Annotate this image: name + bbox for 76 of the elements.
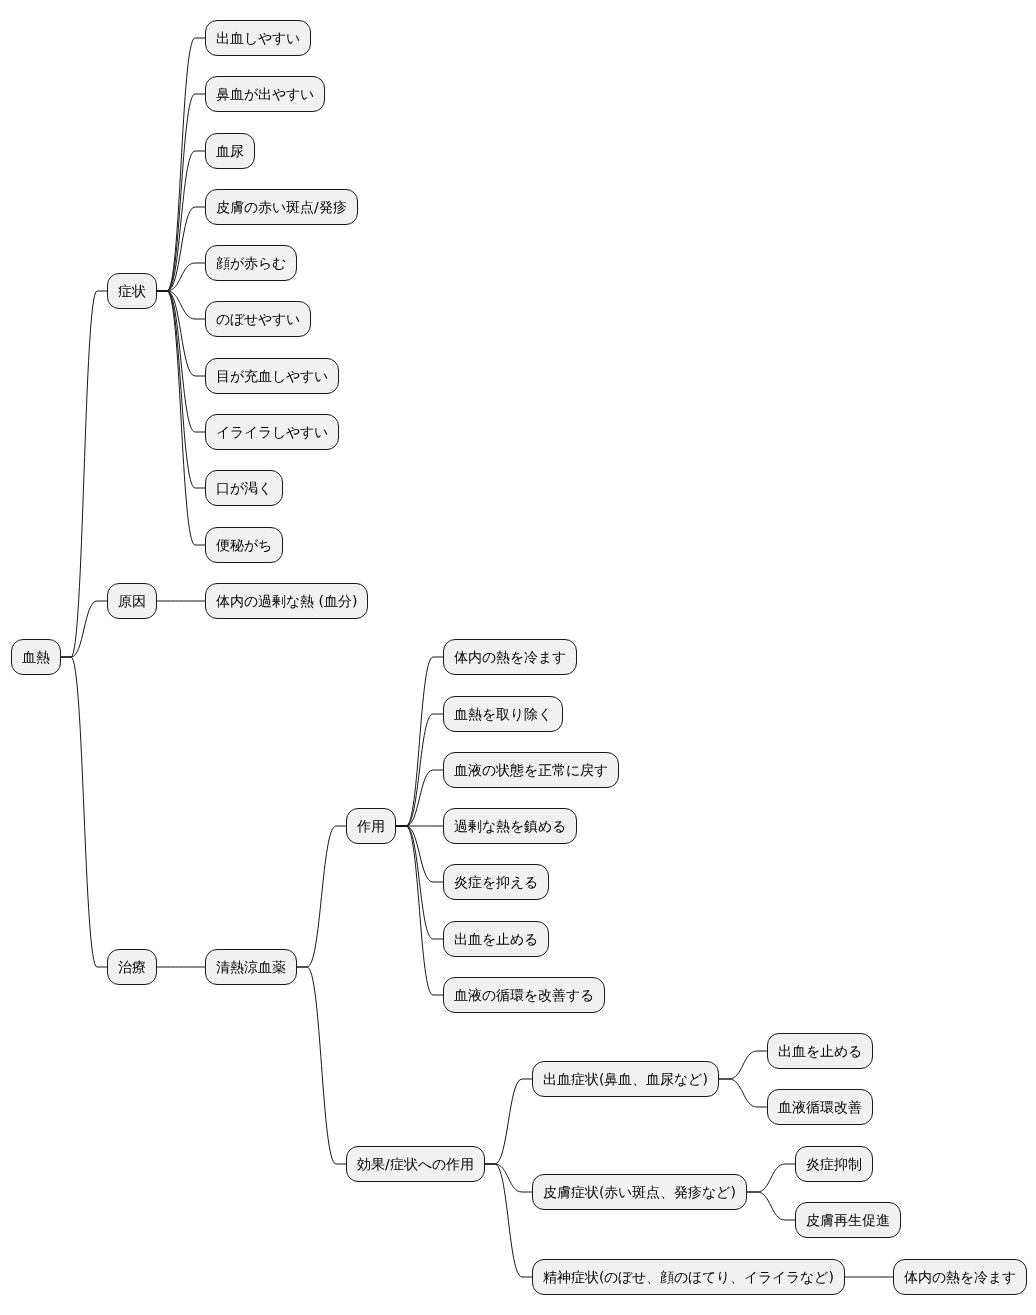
topic-box — [795, 1146, 873, 1182]
topic-text: 体内の過剰な熱 (血分) — [216, 592, 358, 610]
topic-text: 顔が赤らむ — [216, 254, 286, 272]
topic-text: 過剰な熱を鎮める — [454, 817, 566, 835]
topic-text: 皮膚の赤い斑点/発疹 — [216, 198, 347, 216]
topic-text: 炎症を抑える — [454, 873, 538, 891]
topic-box — [346, 1146, 485, 1182]
topic-box — [205, 189, 358, 225]
topic-text: 効果/症状への作用 — [357, 1155, 474, 1173]
topic-box — [443, 639, 577, 675]
topic-text: 皮膚症状(赤い斑点、発疹など) — [543, 1183, 736, 1201]
topic-text: 皮膚再生促進 — [806, 1211, 890, 1229]
topic-text: 炎症抑制 — [806, 1155, 862, 1173]
topic-box — [205, 414, 339, 450]
topic-box — [205, 358, 339, 394]
topic-text: 原因 — [118, 592, 146, 610]
topic-box — [205, 949, 297, 985]
topic-box — [532, 1259, 845, 1295]
branch-line — [60, 656, 108, 968]
topic-text: 出血症状(鼻血、血尿など) — [543, 1070, 708, 1088]
topic-box — [443, 808, 577, 844]
topic-box — [767, 1089, 873, 1125]
topic-text: 体内の熱を冷ます — [904, 1268, 1016, 1286]
topic-text: 目が充血しやすい — [216, 367, 328, 385]
topic-box — [205, 583, 369, 619]
topic-box — [205, 133, 255, 169]
topic-text: 出血を止める — [778, 1042, 862, 1060]
topic-text: イライラしやすい — [216, 423, 328, 441]
topic-text: 口が渇く — [216, 479, 272, 497]
topic-text: のぼせやすい — [216, 310, 300, 328]
branch-line — [395, 825, 444, 996]
topic-box — [107, 273, 157, 309]
topic-text: 血熱を取り除く — [454, 705, 552, 723]
topic-text: 血尿 — [216, 142, 244, 160]
topic-text: 体内の熱を冷ます — [454, 648, 566, 666]
topic-box — [205, 76, 325, 112]
topic-box — [346, 808, 396, 844]
branch-line — [156, 966, 206, 968]
topic-box — [205, 20, 311, 56]
branch-line — [296, 966, 347, 1165]
branch-line — [484, 1163, 533, 1278]
topic-text: 血液循環改善 — [778, 1098, 862, 1116]
topic-box — [107, 949, 157, 985]
topic-text: 治療 — [118, 958, 146, 976]
topic-box — [893, 1259, 1027, 1295]
topic-text: 血液の状態を正常に戻す — [454, 761, 608, 779]
topic-text: 血熱 — [22, 648, 50, 666]
topic-text: 便秘がち — [216, 536, 272, 554]
topic-box — [107, 583, 157, 619]
topic-box — [767, 1033, 873, 1069]
topic-box — [205, 301, 311, 337]
branch-line — [746, 1191, 796, 1221]
branch-line — [844, 1276, 894, 1278]
topic-text: 症状 — [118, 282, 146, 300]
topic-box — [795, 1202, 901, 1238]
topic-box — [205, 527, 283, 563]
topic-text: 出血を止める — [454, 930, 538, 948]
branch-line — [156, 290, 206, 546]
topic-text: 清熱涼血薬 — [216, 958, 286, 976]
branch-line — [718, 1078, 768, 1108]
topic-box — [532, 1061, 719, 1097]
topic-box — [205, 245, 297, 281]
topic-text: 血液の循環を改善する — [454, 986, 594, 1004]
topic-text: 精神症状(のぼせ、顔のほてり、イライラなど) — [543, 1268, 834, 1286]
topic-box — [11, 639, 61, 675]
topic-box — [443, 864, 549, 900]
topic-box — [443, 977, 605, 1013]
topic-box — [532, 1174, 747, 1210]
topic-box — [443, 752, 619, 788]
branch-line — [156, 600, 206, 602]
topic-text: 鼻血が出やすい — [216, 85, 314, 103]
topic-box — [443, 921, 549, 957]
topic-box — [205, 470, 283, 506]
topic-text: 出血しやすい — [216, 29, 300, 47]
topic-text: 作用 — [357, 817, 385, 835]
topic-box — [443, 696, 563, 732]
